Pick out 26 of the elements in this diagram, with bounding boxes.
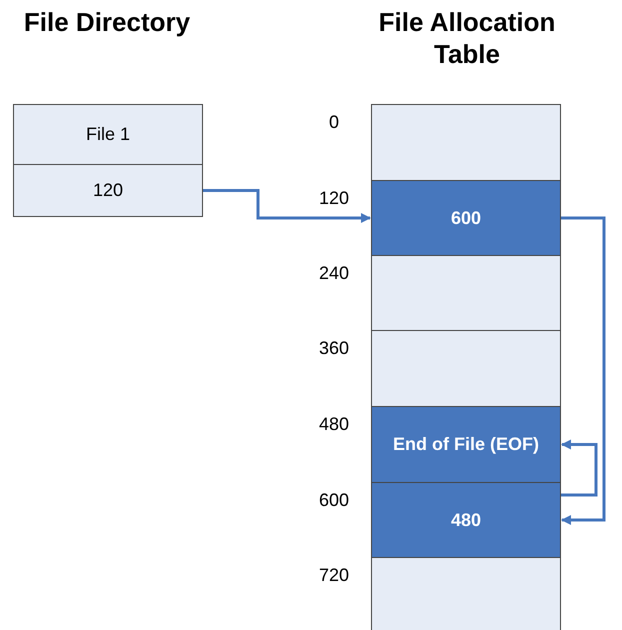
row-address: 480 (318, 414, 350, 435)
row-address: 600 (318, 490, 350, 511)
row-address: 240 (318, 263, 350, 284)
pointer-cell (371, 482, 561, 558)
row-address: 120 (318, 188, 350, 209)
directory-cell (13, 164, 203, 217)
pointer-cell (371, 406, 561, 483)
row-address: 360 (318, 338, 350, 359)
arrow (561, 216, 606, 525)
table-cell (371, 255, 561, 331)
table-cell (371, 557, 561, 630)
arrow (203, 189, 371, 223)
table-cell (371, 104, 561, 181)
arrow (561, 440, 598, 496)
cell-text: File 1 (86, 123, 130, 146)
directory-cell (13, 104, 203, 165)
cell-text: 120 (92, 179, 124, 202)
column-heading: File Allocation Table (378, 6, 556, 70)
row-address: 720 (318, 565, 350, 586)
pointer-cell (371, 180, 561, 256)
cell-text: 480 (450, 508, 482, 532)
column-heading: File Directory (22, 6, 192, 38)
table-cell (371, 330, 561, 407)
cell-text: End of File (EOF) (393, 433, 539, 456)
row-address: 0 (328, 112, 340, 133)
cell-text: 600 (450, 206, 482, 230)
